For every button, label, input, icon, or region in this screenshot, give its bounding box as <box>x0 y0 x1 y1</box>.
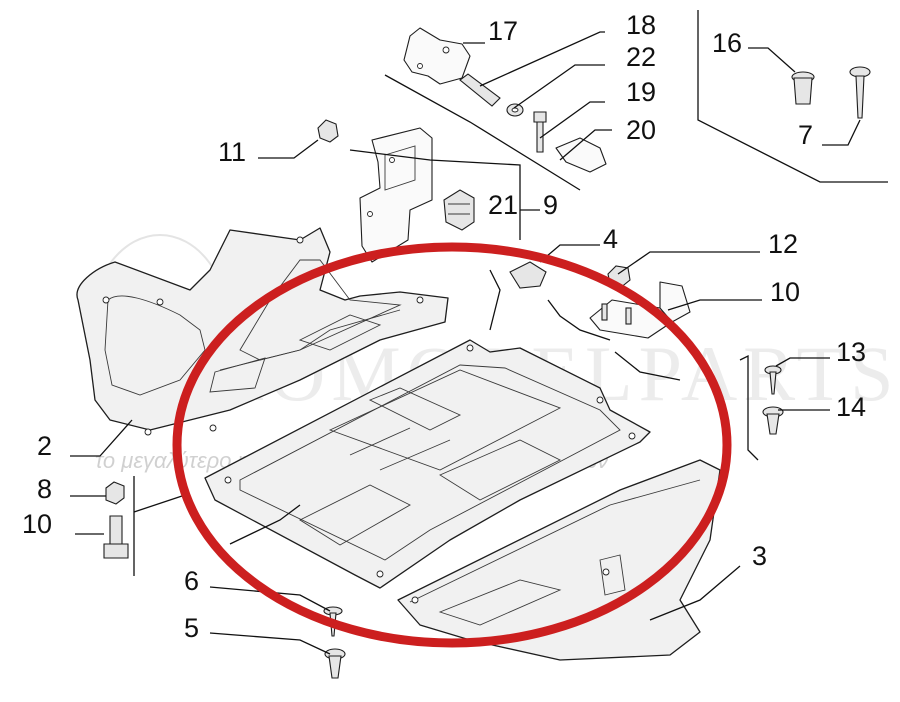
callout-6: 6 <box>184 566 199 596</box>
callout-14: 13 <box>836 337 866 367</box>
part-17-bracket <box>403 27 471 85</box>
part-21-clip <box>443 189 475 231</box>
callout-22: 22 <box>626 42 656 72</box>
callout-13: 12 <box>768 229 798 259</box>
part-19-bolt <box>533 111 547 153</box>
callout-18: 18 <box>626 10 656 40</box>
part-9-bracket <box>359 127 433 263</box>
part-16-rivet <box>791 71 815 105</box>
part-6-screw <box>323 606 343 637</box>
part-15-clip <box>762 406 784 435</box>
highlight-ring <box>172 242 732 648</box>
part-10-bolt <box>103 515 129 559</box>
callout-19: 19 <box>626 77 656 107</box>
leader-lines <box>70 10 888 655</box>
callout-3: 3 <box>752 541 767 571</box>
callout-10: 10 <box>22 509 52 539</box>
part-7-screw <box>849 66 871 119</box>
part-2-left-shield <box>76 227 449 436</box>
callout-21: 21 <box>488 190 518 220</box>
callout-2: 2 <box>37 431 52 461</box>
part-3-right-shield <box>397 459 721 661</box>
part-14-screw <box>764 365 782 395</box>
callout-15: 14 <box>836 392 866 422</box>
callout-16: 16 <box>712 28 742 58</box>
part-11-nut <box>317 119 339 143</box>
callout-17: 17 <box>488 16 518 46</box>
callout-20: 20 <box>626 115 656 145</box>
callout-5: 5 <box>184 613 199 643</box>
callouts: 17 18 22 19 20 16 7 11 21 9 4 12 10 13 1… <box>22 10 866 643</box>
part-20-bracket <box>555 137 607 173</box>
callout-9: 9 <box>543 190 558 220</box>
part-22-washer <box>506 103 524 117</box>
part-18-pin <box>459 73 501 107</box>
callout-12: 10 <box>770 277 800 307</box>
callout-4: 4 <box>603 224 618 254</box>
part-4-clip <box>509 261 547 289</box>
part-5-clip <box>324 648 346 679</box>
callout-8: 8 <box>37 474 52 504</box>
callout-11: 11 <box>218 137 246 167</box>
part-8-nut <box>105 481 125 505</box>
callout-7: 7 <box>798 120 813 150</box>
main-underbody-shield <box>204 339 651 589</box>
